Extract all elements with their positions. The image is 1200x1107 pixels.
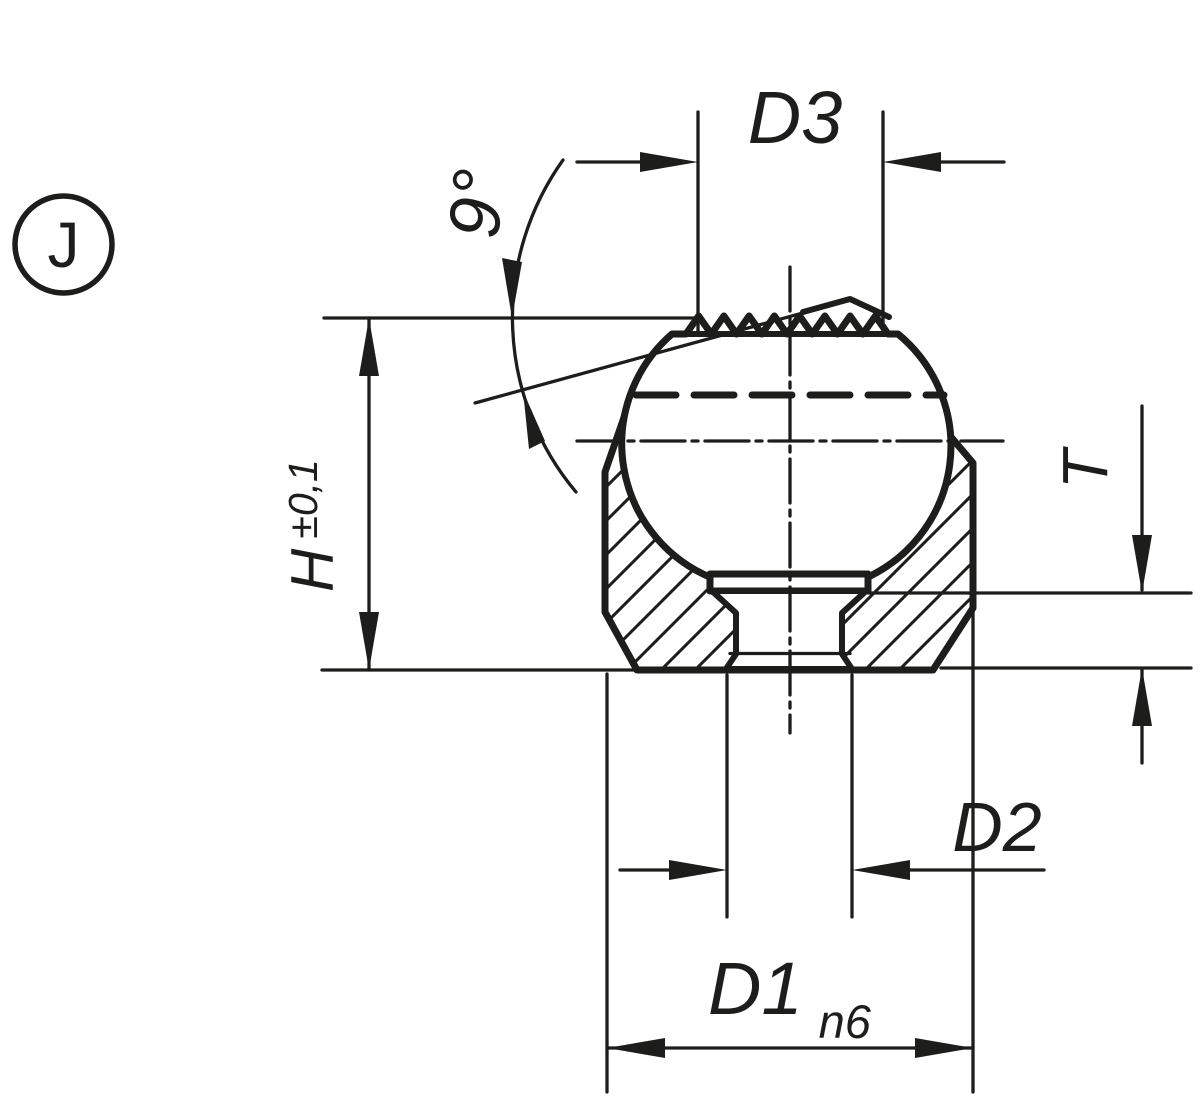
dimension-d3: D3: [575, 76, 1006, 333]
angle-arrow-top: [502, 258, 522, 318]
tilt-reference-line: [473, 298, 852, 405]
tilted-face-edge: [800, 296, 892, 320]
dimension-d2: D2: [618, 673, 1046, 919]
depth-label: T: [1049, 446, 1121, 489]
depth-arrow-bottom: [1132, 668, 1152, 726]
view-label-letter: J: [48, 209, 80, 281]
d2-label: D2: [952, 788, 1041, 866]
ball-outline: [618, 312, 955, 582]
d1-arrow-right: [915, 1038, 973, 1058]
angle-label: 9°: [434, 166, 520, 242]
ball: [473, 296, 955, 582]
height-arrow-bottom: [359, 612, 379, 670]
dimension-angle: 9°: [322, 158, 702, 494]
height-arrow-top: [359, 318, 379, 376]
view-label-circle: [12, 193, 115, 296]
view-label: J: [12, 193, 115, 296]
angle-arrow-bottom: [523, 391, 545, 449]
angle-arc: [510, 158, 578, 494]
height-label: H±0,1: [279, 459, 346, 592]
dimension-depth: T: [867, 404, 1193, 765]
d2-arrow-left: [669, 860, 727, 880]
d3-label: D3: [748, 76, 843, 159]
d3-arrow-right: [883, 152, 941, 172]
depth-arrow-top: [1132, 535, 1152, 593]
d1-arrow-left: [607, 1038, 665, 1058]
d2-arrow-right: [852, 860, 910, 880]
dimension-height: H±0,1: [279, 316, 640, 672]
d3-arrow-left: [640, 152, 698, 172]
